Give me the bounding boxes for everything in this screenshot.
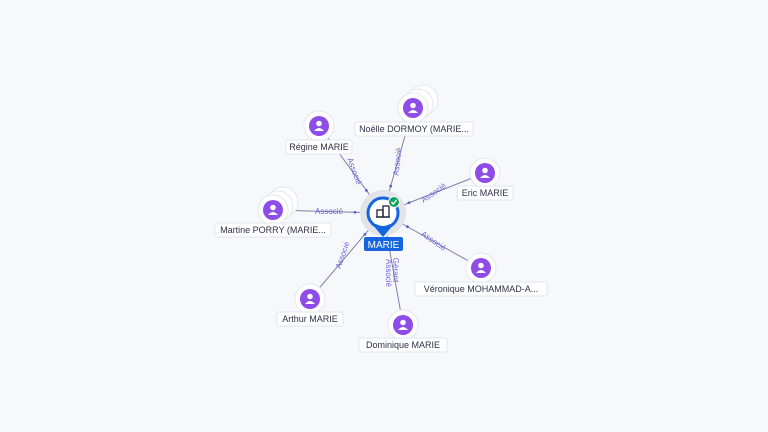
- edge-arrow: [407, 201, 411, 205]
- node-veronique[interactable]: Véronique MOHAMMAD-A...: [414, 252, 548, 297]
- node-martine[interactable]: Martine PORRY (MARIE...: [214, 186, 332, 238]
- edge-label: Gérant: [391, 258, 400, 283]
- node-label: Arthur MARIE: [282, 314, 338, 324]
- node-label-box: [358, 337, 448, 353]
- node-label-box: [276, 311, 344, 327]
- edge-label: Associé: [345, 156, 363, 186]
- edge-label: Associé: [419, 229, 448, 253]
- edge-arrow: [389, 184, 393, 188]
- center-label-box: [364, 237, 403, 251]
- edge-label: Associé: [384, 259, 393, 288]
- node-label: Martine PORRY (MARIE...: [220, 225, 326, 235]
- edge-arrow: [406, 225, 409, 229]
- node-label: Régine MARIE: [289, 142, 349, 152]
- node-label-box: [214, 222, 332, 238]
- person-icon: [476, 262, 486, 273]
- node-label-box: [285, 139, 353, 155]
- node-label-box: [456, 185, 514, 201]
- node-label-box: [354, 121, 474, 137]
- person-icon: [398, 319, 408, 330]
- node-label: Noëlle DORMOY (MARIE...: [359, 124, 469, 134]
- node-arthur[interactable]: Arthur MARIE: [276, 283, 344, 327]
- edge-label: Associé: [315, 207, 344, 216]
- node-label: Eric MARIE: [462, 188, 509, 198]
- node-eric[interactable]: Eric MARIE: [456, 157, 514, 201]
- person-icon: [314, 120, 324, 131]
- person-icon: [305, 293, 315, 304]
- node-label-box: [414, 281, 548, 297]
- node-dominique[interactable]: Dominique MARIE: [358, 309, 448, 353]
- node-regine[interactable]: Régine MARIE: [285, 110, 353, 155]
- center-company-node[interactable]: MARIE: [360, 190, 406, 251]
- company-building-icon: [376, 205, 390, 218]
- edge-arrow: [363, 232, 367, 236]
- person-icon: [268, 204, 278, 215]
- edge-label: Associé: [420, 181, 449, 205]
- verified-check-icon: [388, 196, 400, 208]
- edge-label: Associé: [391, 147, 403, 176]
- edge-arrow: [353, 210, 357, 214]
- edge-arrow: [365, 189, 368, 192]
- center-label: MARIE: [368, 240, 400, 251]
- person-icon: [480, 167, 490, 178]
- person-icon: [408, 102, 418, 113]
- node-noelle[interactable]: Noëlle DORMOY (MARIE...: [354, 84, 474, 137]
- node-label: Véronique MOHAMMAD-A...: [424, 284, 539, 294]
- edge-label: Associé: [334, 240, 352, 270]
- node-label: Dominique MARIE: [366, 340, 440, 350]
